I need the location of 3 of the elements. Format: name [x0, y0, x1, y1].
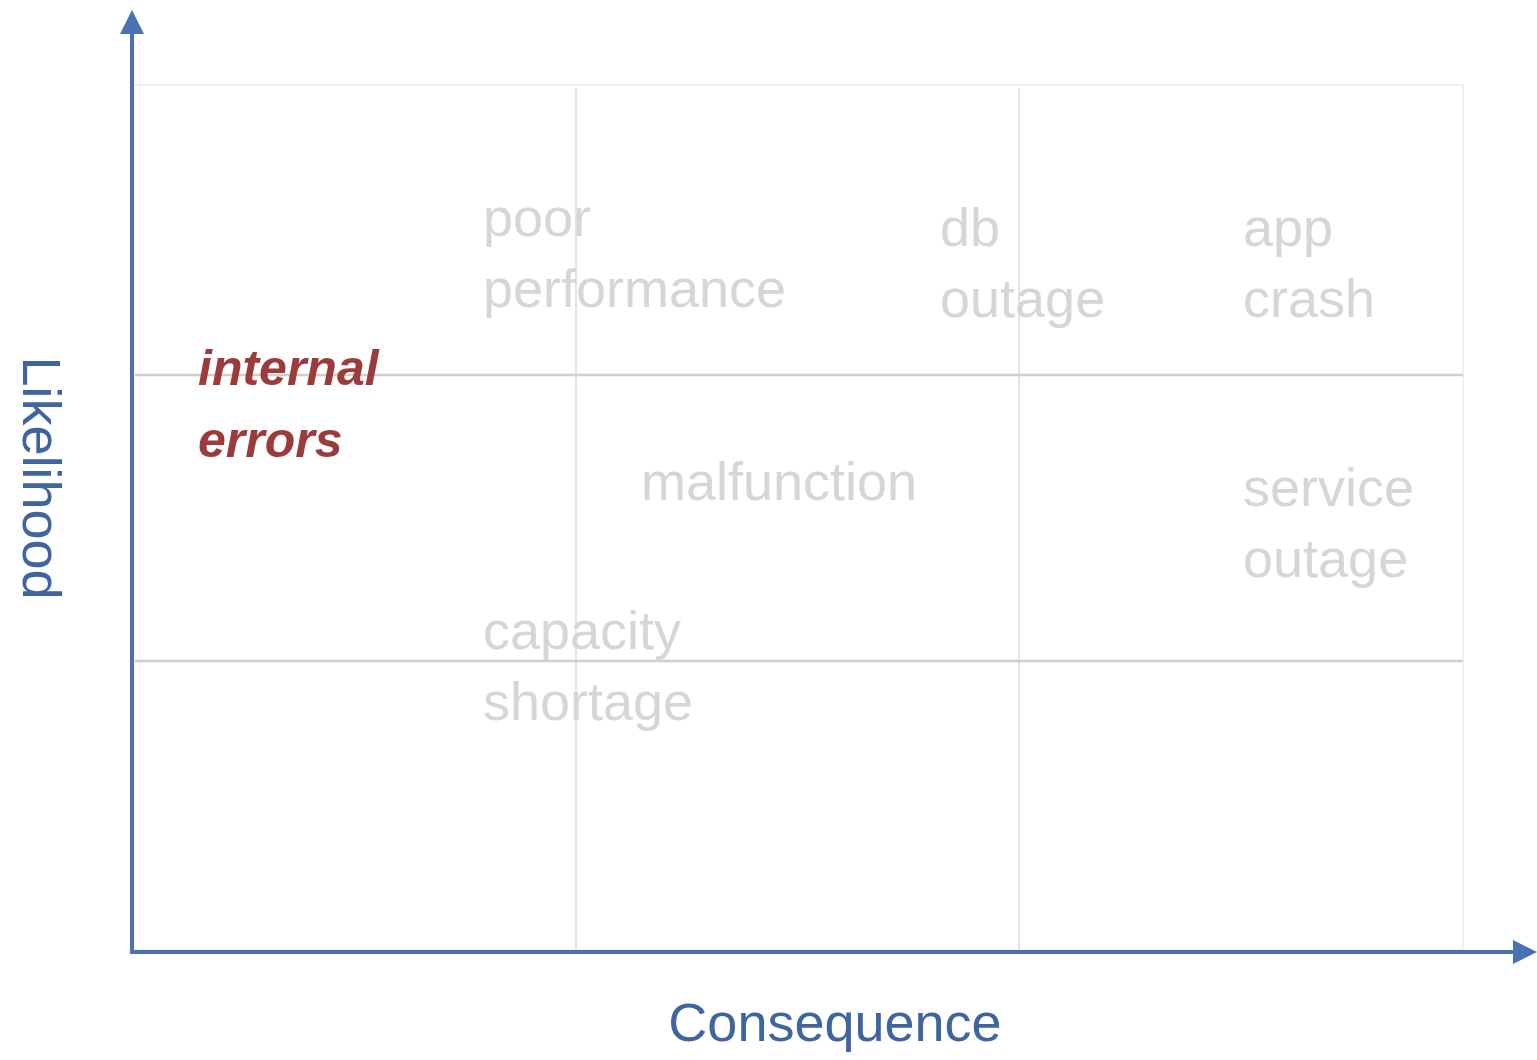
axis-title: Likelihood [12, 356, 72, 600]
highlighted-risk-label: internal errors [198, 339, 381, 470]
axis-title: Consequence [668, 992, 1002, 1052]
